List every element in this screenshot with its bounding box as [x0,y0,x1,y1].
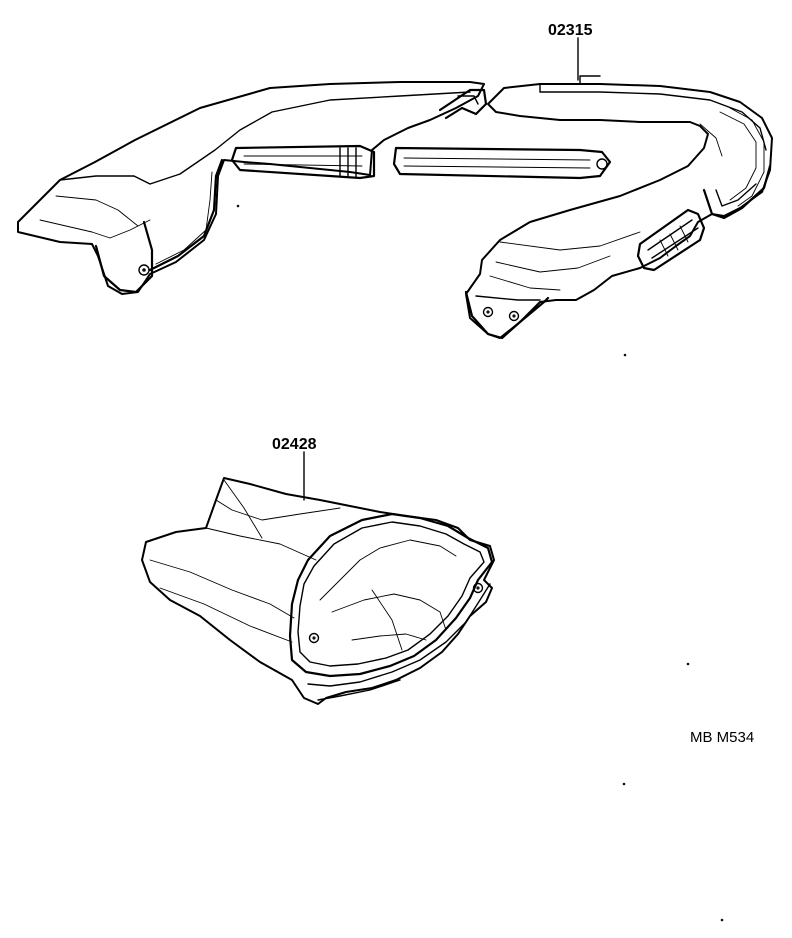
part-number-label: 02315 [548,22,593,39]
part-number-label: 02428 [272,436,317,453]
diagram-code: MB M534 [690,729,754,746]
bag-part-02428 [141,477,724,922]
callout-02428: 02428 [272,436,317,501]
callout-02315: 02315 [548,22,593,81]
duct-part-02315 [17,75,773,357]
